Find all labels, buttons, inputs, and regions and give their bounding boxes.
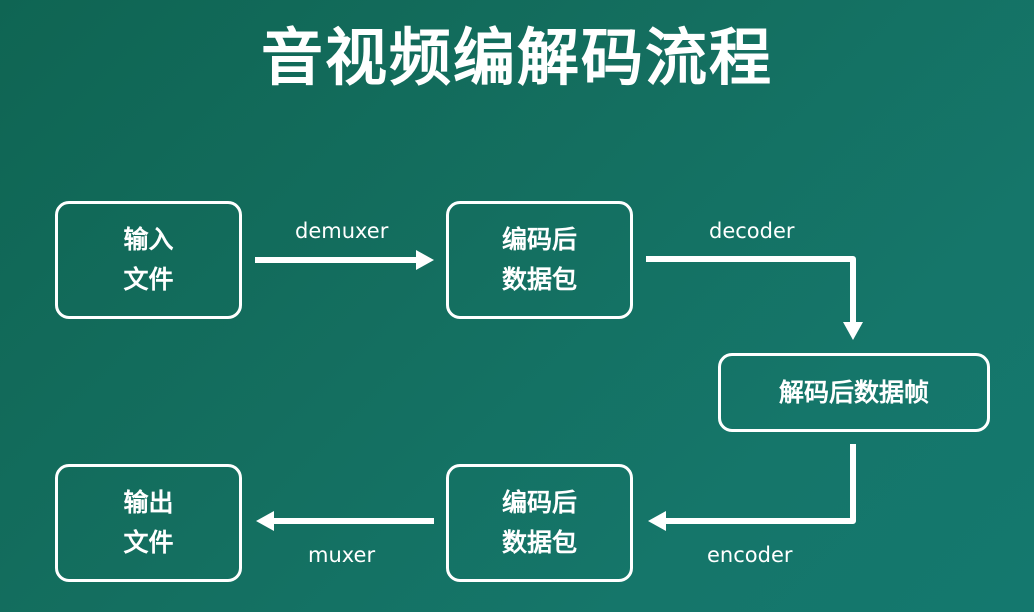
encoder-arrowhead [648, 511, 666, 531]
muxer-label: muxer [308, 543, 376, 567]
encoded-packet-top-line-1: 编码后 [501, 225, 577, 254]
input-file-line-1: 输入 [123, 225, 174, 254]
muxer-arrowhead [256, 511, 274, 531]
output-file-node: 输出 文件 [55, 464, 242, 582]
page-title: 音视频编解码流程 [260, 21, 773, 94]
encoded-packet-bottom-node: 编码后 数据包 [446, 464, 633, 582]
encoder-arrow-shaft [665, 444, 856, 524]
encoded-packet-bottom-line-1: 编码后 [501, 488, 577, 517]
demuxer-arrowhead [416, 250, 434, 270]
decoder-arrow-shaft [646, 256, 856, 322]
output-file-line-1: 输出 [123, 488, 174, 517]
output-file-line-2: 文件 [123, 528, 174, 557]
encoded-packet-top-node: 编码后 数据包 [446, 201, 633, 319]
input-file-line-2: 文件 [123, 265, 174, 294]
input-file-node: 输入 文件 [55, 201, 242, 319]
decoded-frame-line-1: 解码后数据帧 [778, 377, 929, 407]
decoded-frame-node: 解码后数据帧 [718, 353, 990, 432]
encoder-label: encoder [707, 543, 793, 567]
decoder-arrowhead [843, 322, 863, 340]
encoded-packet-top-line-2: 数据包 [501, 265, 577, 294]
decoder-label: decoder [709, 219, 795, 243]
encoded-packet-bottom-line-2: 数据包 [501, 528, 577, 557]
demuxer-label: demuxer [295, 219, 389, 243]
